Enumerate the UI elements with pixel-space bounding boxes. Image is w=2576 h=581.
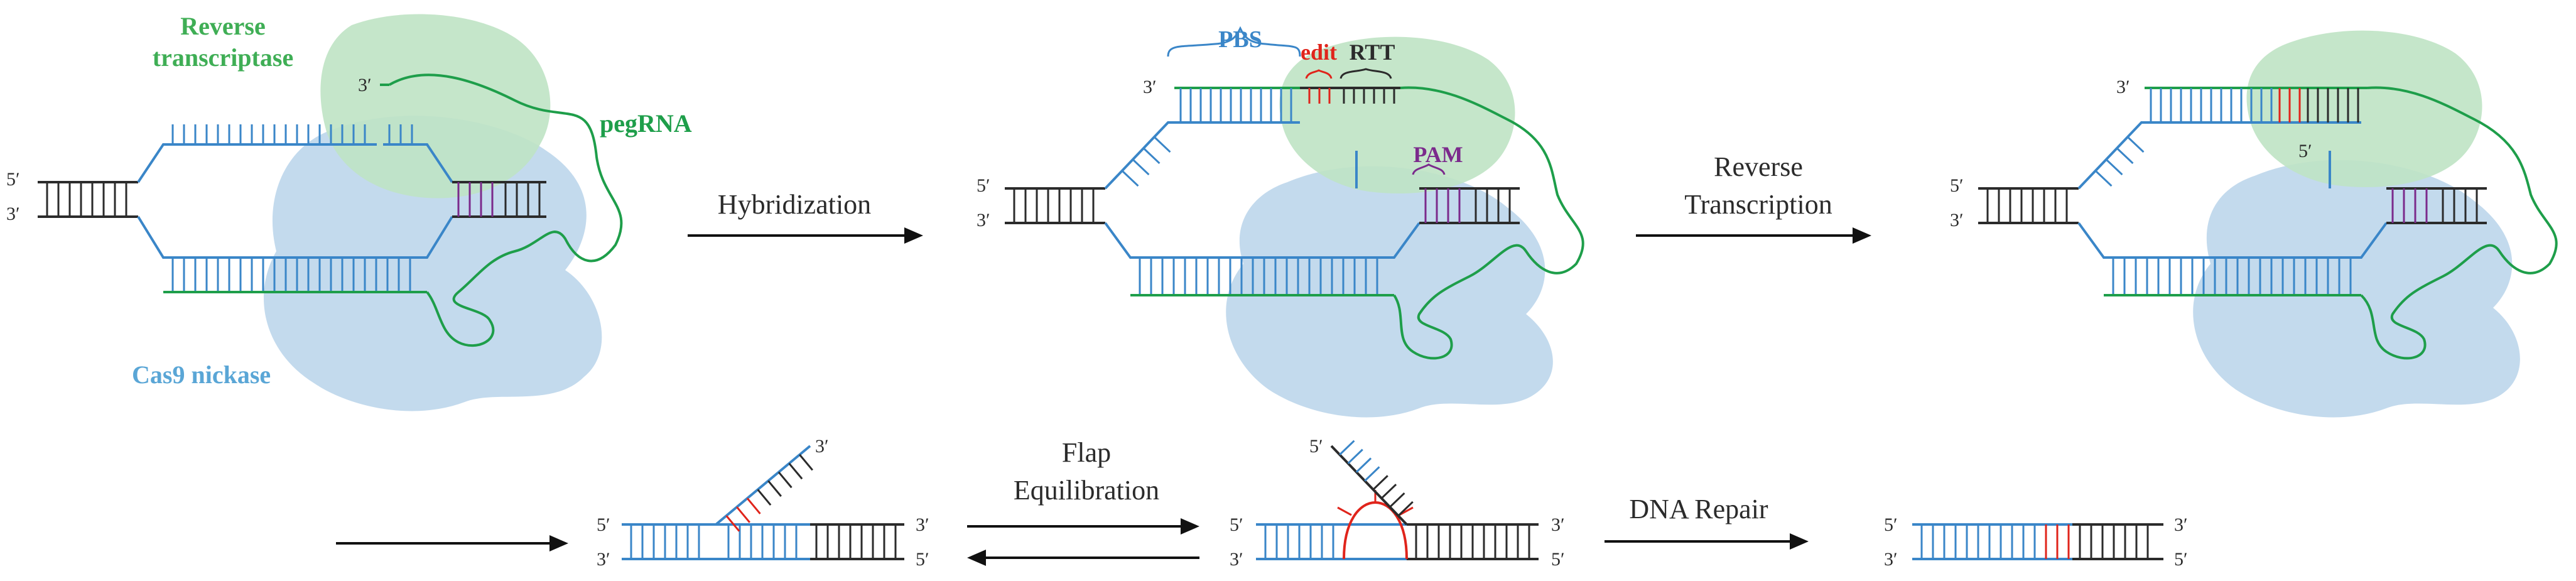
- base-tick: [1121, 170, 1139, 187]
- p3-top-3prime-label: 3′: [2116, 77, 2130, 97]
- panel-repaired-dna: 5′ 3′ 3′ 5′: [1884, 514, 2188, 570]
- base-tick: [767, 480, 782, 497]
- flap-equilibration-step: Flap Equilibration: [967, 437, 1199, 566]
- pam-label: PAM: [1413, 142, 1463, 167]
- base-tick: [1339, 440, 1355, 455]
- reverse-transcriptase-shape-2: [1279, 36, 1515, 193]
- base-tick: [736, 506, 750, 523]
- reverse-transcriptase-label-2: transcriptase: [153, 43, 293, 72]
- base-tick: [2105, 158, 2123, 176]
- hybridization-step: Hybridization: [688, 189, 923, 244]
- pegrna-strand-3: [2360, 86, 2558, 360]
- reverse-transcriptase-label-1: Reverse: [180, 12, 265, 40]
- p5-5prime-right: 5′: [1551, 549, 1565, 570]
- hybridization-label: Hybridization: [718, 189, 871, 220]
- base-tick: [2126, 136, 2145, 153]
- edit-label: edit: [1301, 40, 1337, 65]
- panel-3prime-flap: 3′ 5′ 3′ 3′ 5′: [597, 436, 929, 570]
- base-tick: [1347, 448, 1363, 464]
- base-tick: [1153, 136, 1171, 153]
- pbs-label: PBS: [1218, 26, 1262, 53]
- base-tick: [1355, 457, 1372, 473]
- base-tick: [2116, 147, 2134, 165]
- reverse-transcription-label-1: Reverse: [1714, 151, 1803, 182]
- p2-pbs-3prime-label: 3′: [1143, 77, 1157, 97]
- p6-5prime-left: 5′: [1884, 514, 1898, 535]
- base-tick: [1364, 466, 1380, 482]
- reverse-transcription-label-2: Transcription: [1684, 189, 1832, 220]
- p6-5prime-right: 5′: [2174, 549, 2188, 570]
- cas9-nickase-shape-2: [1226, 166, 1553, 418]
- p5-5prime-left: 5′: [1230, 514, 1243, 535]
- p4-5prime-left: 5′: [597, 514, 610, 535]
- flap-equilibration-label-2: Equilibration: [1014, 475, 1159, 506]
- base-tick: [1142, 147, 1161, 165]
- cas9-nickase-shape-3: [2193, 160, 2520, 418]
- base-tick: [1397, 501, 1414, 517]
- p3-5prime-label: 5′: [1950, 175, 1964, 196]
- reverse-transcriptase-shape-3: [2246, 30, 2482, 187]
- base-tick: [725, 515, 740, 532]
- pegrna-label: pegRNA: [600, 109, 692, 138]
- p6-3prime-right: 3′: [2174, 514, 2188, 535]
- p4-flap-3prime-label: 3′: [815, 436, 829, 457]
- base-tick: [788, 462, 803, 480]
- p4-5prime-right: 5′: [916, 549, 929, 570]
- p1-3prime-label: 3′: [6, 204, 20, 224]
- base-tick: [746, 497, 761, 514]
- panel-initial-complex: 3′ 5′ 3′ Reverse transcriptase pegRNA Ca…: [6, 12, 692, 411]
- base-tick: [757, 489, 772, 506]
- lead-in-arrow: [336, 535, 568, 551]
- p2-3prime-label: 3′: [977, 210, 990, 231]
- p5-3prime-left: 3′: [1230, 549, 1243, 570]
- pegrna-3prime-label: 3′: [358, 75, 372, 95]
- p4-3prime-left: 3′: [597, 549, 610, 570]
- pegrna-strand: [388, 73, 623, 347]
- pegrna-strand-2: [1393, 86, 1584, 360]
- panel-5prime-flap: 5′ 5′ 3′ 3′ 5′: [1230, 436, 1565, 570]
- duplex-left: [38, 181, 138, 218]
- panel-reverse-transcribed: 3′ 5′ 5′ 3′: [1950, 30, 2558, 418]
- p2-5prime-label: 5′: [977, 175, 990, 196]
- base-tick: [777, 471, 793, 489]
- p3-nick-5prime-label: 5′: [2298, 141, 2312, 161]
- reverse-transcription-step: Reverse Transcription: [1636, 151, 1871, 244]
- base-tick: [1380, 484, 1397, 499]
- p1-5prime-label: 5′: [6, 169, 20, 190]
- base-tick: [1132, 158, 1150, 176]
- flap-equilibration-label-1: Flap: [1062, 437, 1111, 468]
- p3-3prime-label: 3′: [1950, 210, 1964, 231]
- cas9-nickase-label: Cas9 nickase: [132, 361, 271, 389]
- base-tick: [1372, 475, 1388, 491]
- panel-hybridized: 3′ PBS edit RTT PAM 5′ 3′: [977, 26, 1584, 418]
- rtt-label: RTT: [1350, 40, 1395, 65]
- base-tick: [2094, 170, 2113, 187]
- p5-3prime-right: 3′: [1551, 514, 1565, 535]
- dna-repair-step: DNA Repair: [1605, 494, 1809, 550]
- p6-3prime-left: 3′: [1884, 549, 1898, 570]
- base-tick: [799, 453, 813, 471]
- p4-3prime-right: 3′: [916, 514, 929, 535]
- edit-base-tick: [1337, 506, 1352, 516]
- reverse-transcriptase-shape: [320, 14, 551, 198]
- p5-flap-5prime-label: 5′: [1309, 436, 1323, 457]
- dna-repair-label: DNA Repair: [1629, 494, 1768, 524]
- base-tick: [1389, 492, 1405, 508]
